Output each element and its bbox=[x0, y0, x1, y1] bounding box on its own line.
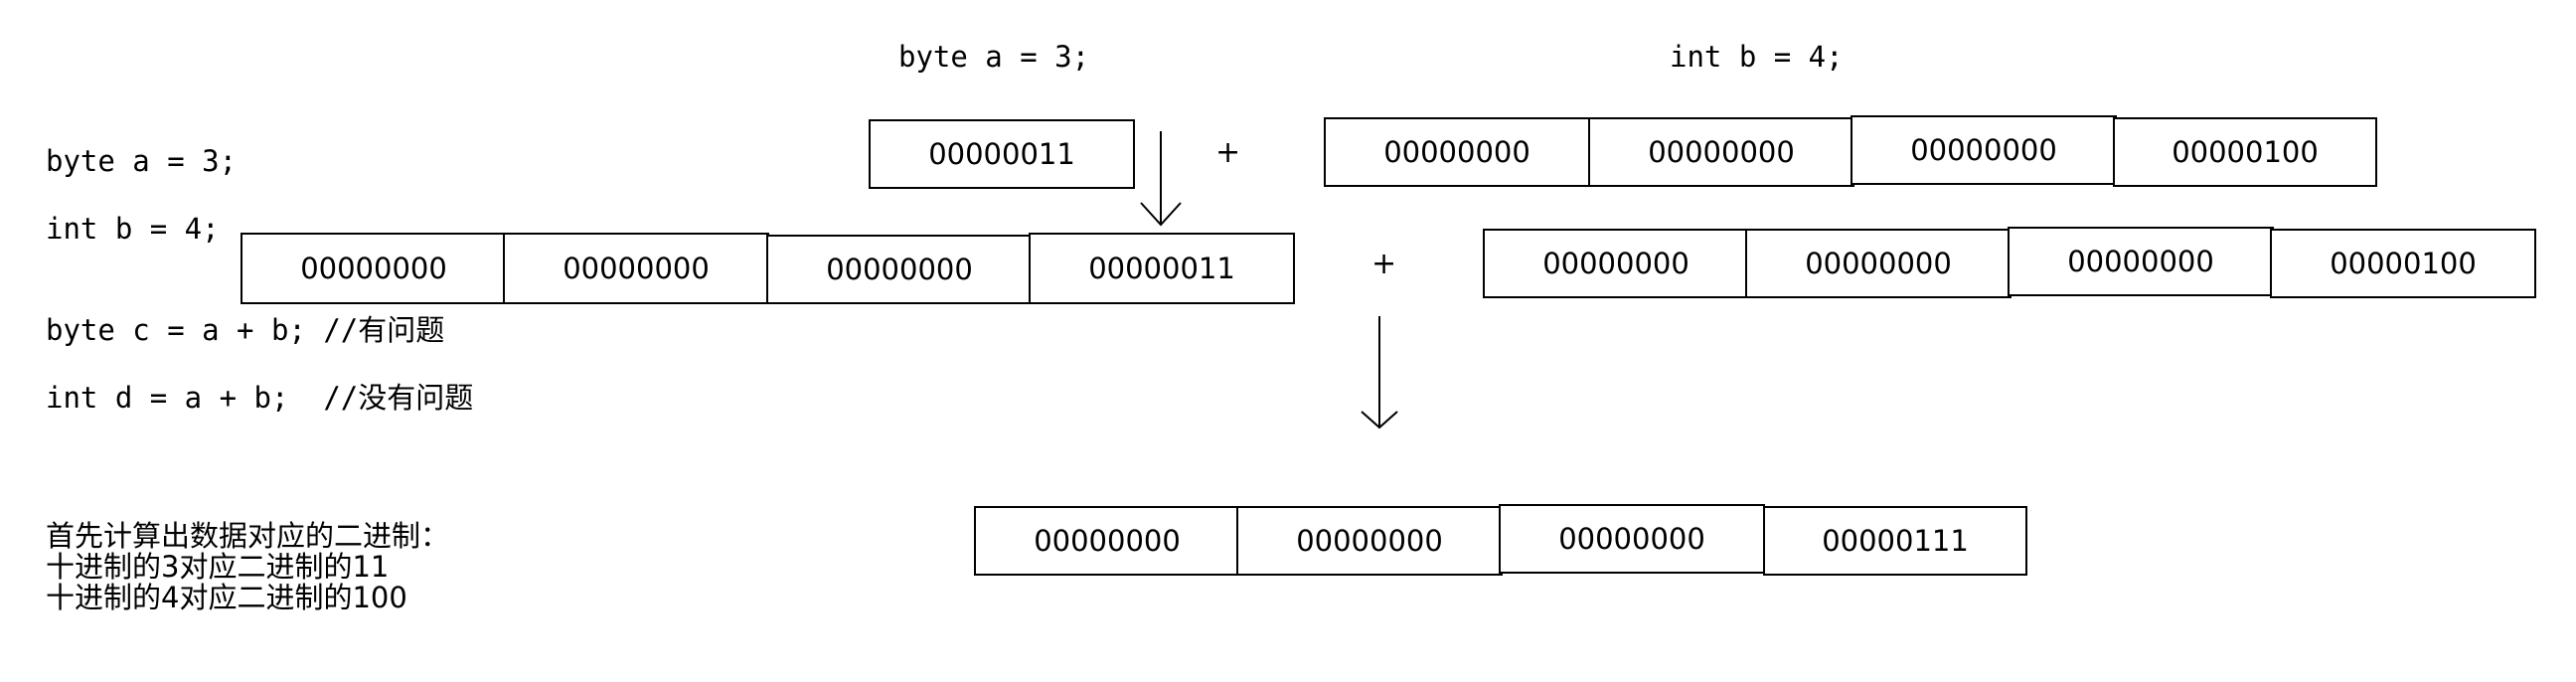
code-line-byte-c: byte c = a + b; //有问题 bbox=[46, 313, 445, 347]
a-promoted-byte-cell: 00000011 bbox=[1029, 233, 1295, 304]
b-int-second-byte-cell: 00000000 bbox=[1483, 229, 1749, 298]
byte-a-cell: 00000011 bbox=[869, 119, 1135, 189]
code-line-byte-a: byte a = 3; bbox=[46, 144, 238, 178]
plus-operator-top: + bbox=[1215, 135, 1241, 170]
b-int-byte-cell: 00000000 bbox=[1588, 117, 1854, 187]
b-int-byte-cell: 00000100 bbox=[2113, 117, 2377, 187]
note-line-3: 十进制的4对应二进制的100 bbox=[46, 581, 407, 614]
a-promoted-byte-cell: 00000000 bbox=[241, 233, 507, 304]
note-line-2: 十进制的3对应二进制的11 bbox=[46, 550, 390, 584]
a-promoted-byte-cell: 00000000 bbox=[766, 235, 1033, 304]
b-declaration-label: int b = 4; bbox=[1670, 40, 1844, 74]
result-byte-cell: 00000000 bbox=[974, 506, 1240, 576]
plus-operator-middle: + bbox=[1371, 247, 1397, 281]
b-int-second-byte-cell: 00000000 bbox=[1745, 229, 2012, 298]
b-int-byte-cell: 00000000 bbox=[1324, 117, 1590, 187]
result-byte-cell: 00000000 bbox=[1499, 504, 1765, 574]
result-arrow bbox=[1361, 316, 1398, 429]
result-byte-cell: 00000111 bbox=[1763, 506, 2027, 576]
code-line-int-b: int b = 4; bbox=[46, 212, 220, 246]
b-int-second-byte-cell: 00000000 bbox=[2008, 227, 2274, 296]
b-int-byte-cell: 00000000 bbox=[1851, 115, 2117, 185]
promotion-arrow bbox=[1140, 131, 1182, 227]
note-line-1: 首先计算出数据对应的二进制： bbox=[46, 519, 450, 553]
b-int-second-byte-cell: 00000100 bbox=[2270, 229, 2536, 298]
code-line-int-d: int d = a + b; //没有问题 bbox=[46, 381, 474, 415]
a-promoted-byte-cell: 00000000 bbox=[503, 233, 769, 304]
result-byte-cell: 00000000 bbox=[1236, 506, 1503, 576]
a-declaration-label: byte a = 3; bbox=[898, 40, 1090, 74]
